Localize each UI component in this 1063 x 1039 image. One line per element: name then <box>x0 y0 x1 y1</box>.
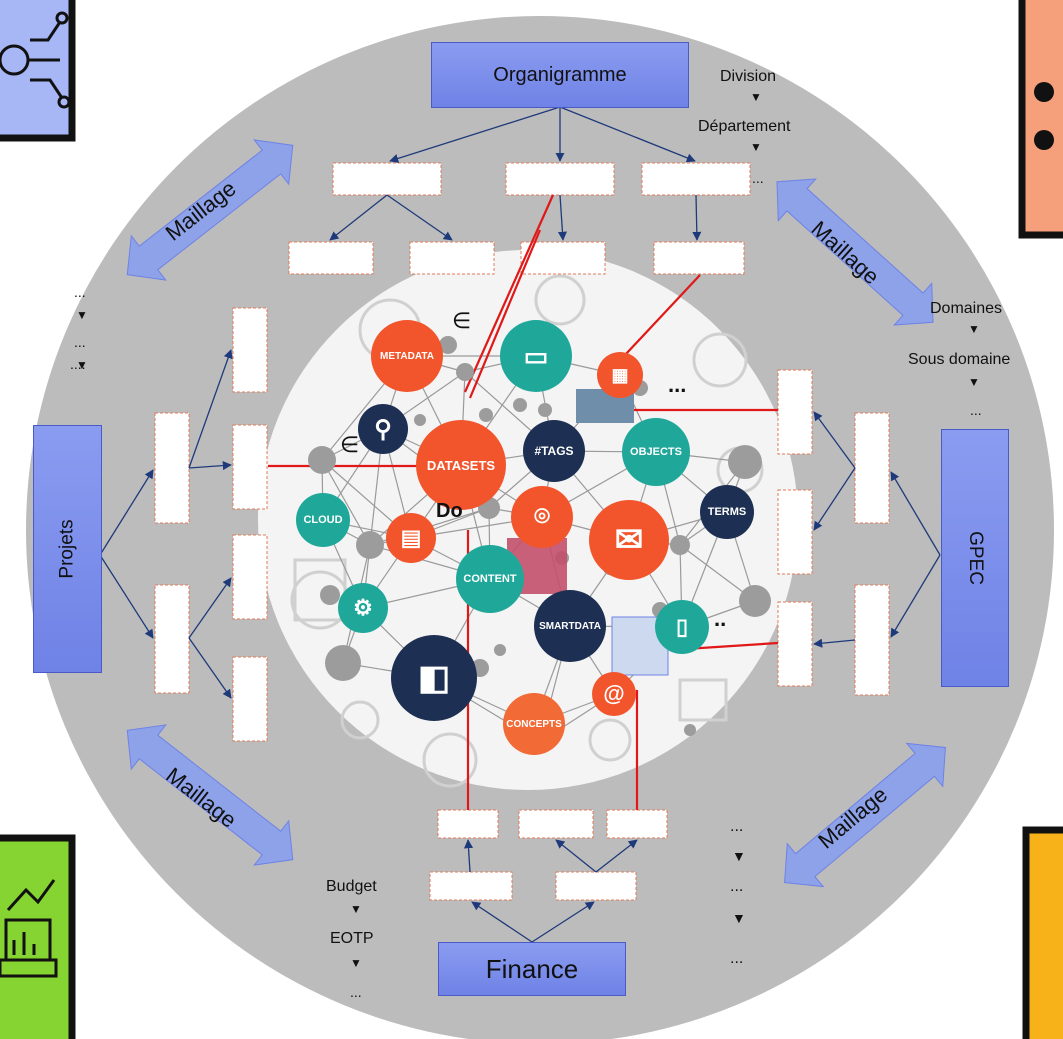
bottom-box <box>518 809 594 839</box>
bubble-smartdata[interactable]: SMARTDATA <box>534 590 606 662</box>
bubble-datasets[interactable]: DATASETS <box>416 420 506 510</box>
element-of-symbol: ∈ <box>452 308 472 333</box>
corner-tile-top-right <box>1018 0 1063 239</box>
header-finance[interactable]: Finance <box>438 942 626 996</box>
hierarchy-budget: Budget <box>326 878 377 895</box>
top-box <box>505 162 615 196</box>
hierarchy-arrow-icon: ▼ <box>76 308 88 322</box>
hierarchy-arrow-icon: ▼ <box>350 956 362 970</box>
right-box <box>777 601 813 687</box>
bubble-document-icon: ▤ <box>386 513 436 563</box>
hierarchy-ellipsis: .... <box>70 356 86 372</box>
left-box <box>232 656 268 742</box>
right-box <box>854 584 890 696</box>
bottom-box <box>429 871 513 901</box>
hierarchy-ellipsis: ... <box>970 402 982 418</box>
right-box <box>777 489 813 575</box>
hierarchy-departement: Département <box>698 118 791 135</box>
hierarchy-arrow-icon: ▼ <box>350 902 362 916</box>
bubble-cloud[interactable]: CLOUD <box>296 493 350 547</box>
connector-arrows <box>99 106 941 943</box>
maillage-arrow-bottom-right <box>784 742 946 888</box>
bottom-box <box>606 809 668 839</box>
hierarchy-arrow-icon: ▼ <box>732 910 746 926</box>
bubble-location-icon: ⌾ <box>511 486 573 548</box>
left-box <box>154 412 190 524</box>
corner-tile-bottom-right <box>1022 826 1063 1039</box>
bubble-objects[interactable]: OBJECTS <box>622 418 690 486</box>
hierarchy-arrow-icon: ▼ <box>732 848 746 864</box>
left-box <box>154 584 190 694</box>
bubble-metadata[interactable]: METADATA <box>371 320 443 392</box>
bottom-box <box>555 871 637 901</box>
hierarchy-domaines: Domaines <box>930 300 1003 317</box>
bubble-terms[interactable]: TERMS <box>700 485 754 539</box>
hierarchy-ellipsis: ... <box>74 284 86 300</box>
bubble-chart-icon: ▦ <box>597 352 643 398</box>
maillage-arrow-bottom-left <box>126 724 294 866</box>
corner-tile-bottom-left <box>0 834 76 1039</box>
ellipsis-text: ... <box>668 372 687 397</box>
bubble-concepts[interactable]: CONCEPTS <box>503 693 565 755</box>
corner-tile-top-left <box>0 0 76 142</box>
header-organigramme[interactable]: Organigramme <box>431 42 689 108</box>
network-link <box>321 459 371 546</box>
top-box <box>409 241 495 275</box>
bubble-mobile-icon: ▯ <box>655 600 709 654</box>
header-gpec[interactable]: GPEC <box>941 429 1009 687</box>
bubble-search-icon: ⚲ <box>358 404 408 454</box>
bubble-settings-icon: ⚙ <box>338 583 388 633</box>
top-box <box>653 241 745 275</box>
right-box <box>777 369 813 455</box>
hierarchy-arrow-icon: ▼ <box>750 90 762 104</box>
top-box <box>288 241 374 275</box>
bubble-laptop-icon: ▭ <box>500 320 572 392</box>
hierarchy-division: Division <box>720 68 777 85</box>
hierarchy-ellipsis: ... <box>350 984 362 1000</box>
header-projets-label: Projets <box>56 519 78 579</box>
hierarchy-arrow-icon: ▼ <box>968 322 980 336</box>
header-gpec-label: GPEC <box>964 531 986 585</box>
placeholder-boxes <box>154 162 890 901</box>
hierarchy-ellipsis: ... <box>730 950 744 967</box>
bubble-at-icon: @ <box>592 672 636 716</box>
hierarchy-ellipsis: ... <box>752 170 764 186</box>
red-links <box>268 194 779 810</box>
hierarchy-sous-domaine: Sous domaine <box>908 351 1011 368</box>
hierarchy-arrow-icon: ▼ <box>76 358 88 372</box>
hierarchy-ellipsis: ... <box>730 818 744 835</box>
bubble-presentation-icon: ◧ <box>391 635 477 721</box>
maillage-arrow-top-right <box>776 178 934 326</box>
header-organigramme-label: Organigramme <box>493 63 627 86</box>
analytics-icon <box>0 879 58 978</box>
maillage-arrow-top-left <box>126 139 294 281</box>
bubble-mail-icon: ✉ <box>589 500 669 580</box>
bottom-box <box>437 809 499 839</box>
hierarchy-arrow-icon: ▼ <box>750 140 762 154</box>
circuit-gear-icon <box>0 11 71 109</box>
ellipsis-text: .. <box>714 606 727 631</box>
hierarchy-eotp: EOTP <box>330 930 374 947</box>
dot-icon <box>1034 82 1054 102</box>
header-projets[interactable]: Projets <box>33 425 102 673</box>
left-box <box>232 534 268 620</box>
hierarchy-arrow-icon: ▼ <box>968 375 980 389</box>
top-box <box>641 162 751 196</box>
left-box <box>232 424 268 510</box>
bubble-tags[interactable]: #TAGS <box>523 420 585 482</box>
element-of-symbol: ∈ <box>340 432 360 457</box>
hierarchy-ellipsis: ... <box>730 878 744 895</box>
dot-icon <box>1034 130 1054 150</box>
left-box <box>232 307 268 393</box>
hierarchy-ellipsis: ... <box>74 334 86 350</box>
right-box <box>854 412 890 524</box>
bubble-content[interactable]: CONTENT <box>456 545 524 613</box>
partial-text: Do <box>436 500 463 522</box>
top-box <box>520 241 606 275</box>
header-finance-label: Finance <box>485 953 579 984</box>
top-box <box>332 162 442 196</box>
